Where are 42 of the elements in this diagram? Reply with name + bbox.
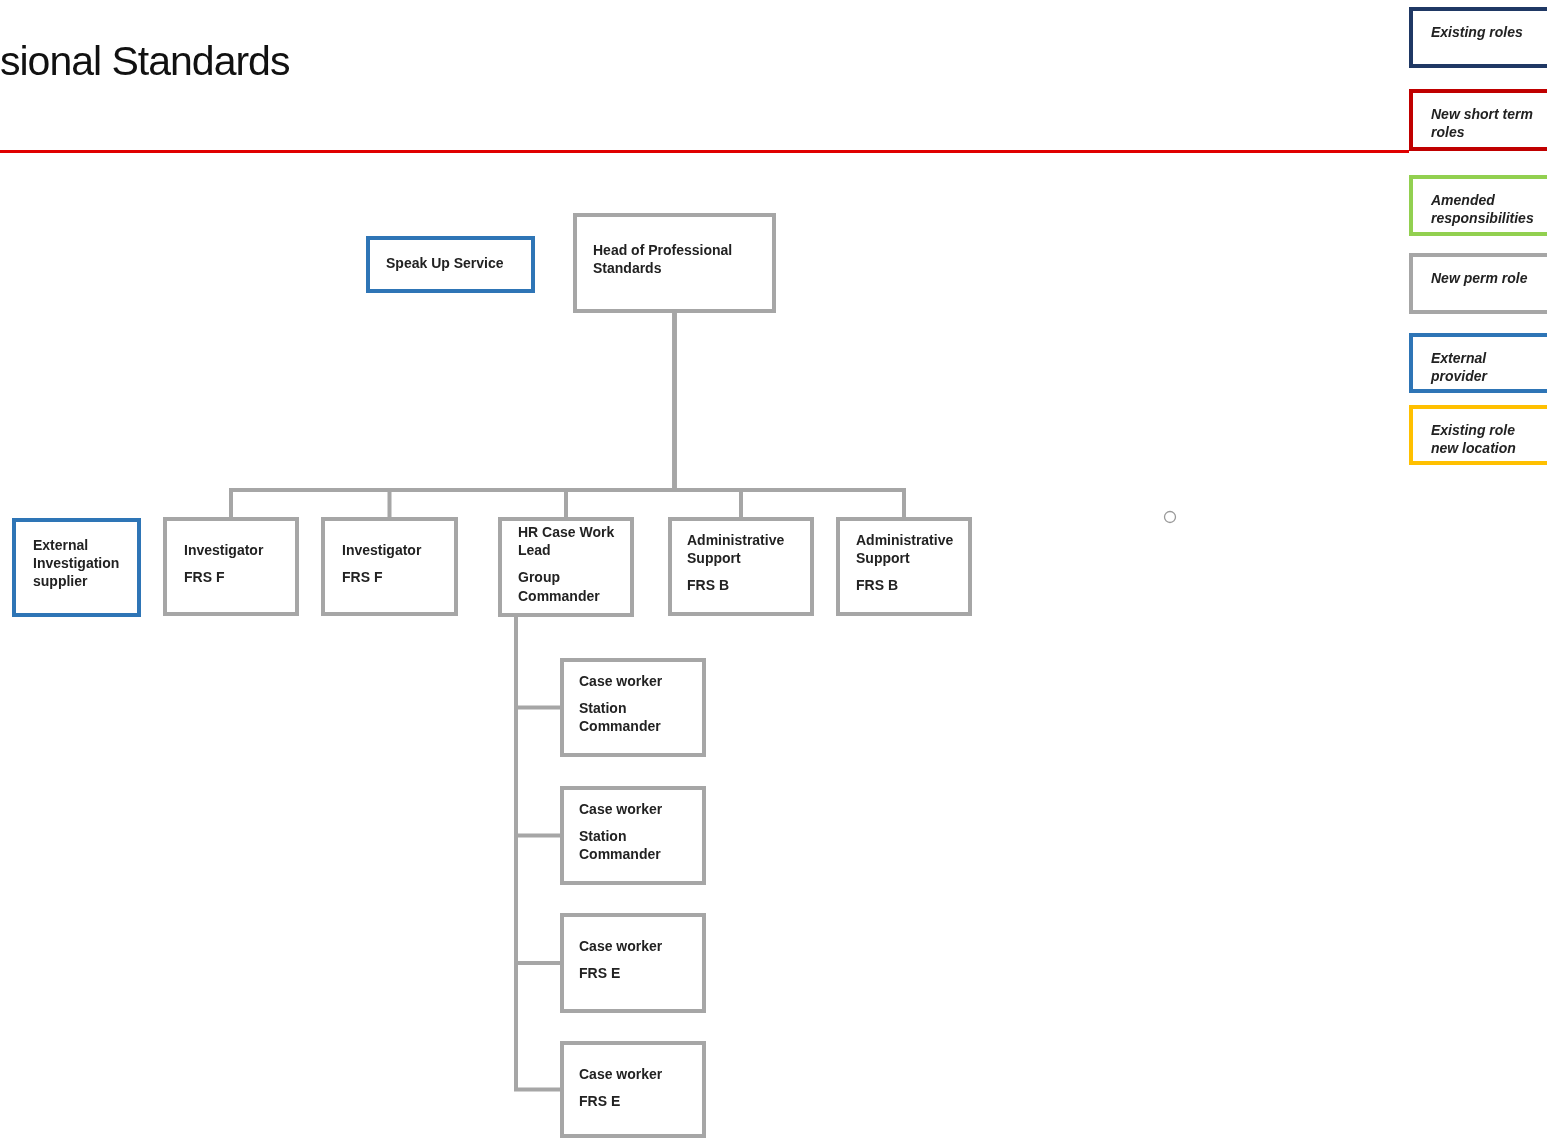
grade-label: Station Commander	[579, 827, 662, 864]
role-title: Case worker	[579, 800, 664, 819]
role-box	[836, 517, 972, 616]
grade-label: FRS E	[579, 964, 622, 983]
grade-label: FRS B	[856, 576, 899, 595]
connector-line	[672, 313, 906, 517]
grade-label: FRS F	[342, 568, 384, 587]
role-box	[668, 517, 814, 616]
role-box	[560, 913, 706, 1013]
grade-label: Station Commander	[579, 699, 662, 736]
role-title: Administrative Support	[687, 531, 786, 568]
legend-swatch: Existing role new location	[1409, 405, 1547, 465]
role-box	[498, 517, 634, 617]
role-box	[560, 658, 706, 757]
role-title: HR Case Work Lead	[518, 523, 616, 560]
grade-label: FRS F	[184, 568, 226, 587]
role-title: Case worker	[579, 937, 664, 956]
role-title: External Investigation supplier	[33, 536, 121, 591]
role-title: Head of Professional Standards	[593, 241, 734, 278]
legend-swatch: New short term roles	[1409, 89, 1547, 151]
role-box	[163, 517, 299, 616]
role-box	[573, 213, 776, 313]
grade-label: FRS E	[579, 1092, 622, 1111]
role-box	[12, 518, 141, 617]
role-title: Case worker	[579, 672, 664, 691]
role-title: Case worker	[579, 1065, 664, 1084]
role-title: Investigator	[342, 541, 423, 560]
role-title: Investigator	[184, 541, 265, 560]
grade-label: FRS B	[687, 576, 730, 595]
role-title: Speak Up Service	[386, 254, 505, 273]
role-box	[366, 236, 535, 293]
role-title: Administrative Support	[856, 531, 955, 568]
role-box	[321, 517, 458, 616]
page-title: sional Standards	[0, 38, 290, 85]
role-box	[560, 1041, 706, 1138]
role-box	[560, 786, 706, 885]
legend-swatch: New perm role	[1409, 253, 1547, 314]
legend-swatch: Existing roles	[1409, 7, 1547, 68]
legend-swatch: Amended responsibilities	[1409, 175, 1547, 236]
grade-label: Group Commander	[518, 568, 601, 605]
legend-swatch: External provider	[1409, 333, 1547, 393]
connector-line	[514, 617, 560, 1092]
